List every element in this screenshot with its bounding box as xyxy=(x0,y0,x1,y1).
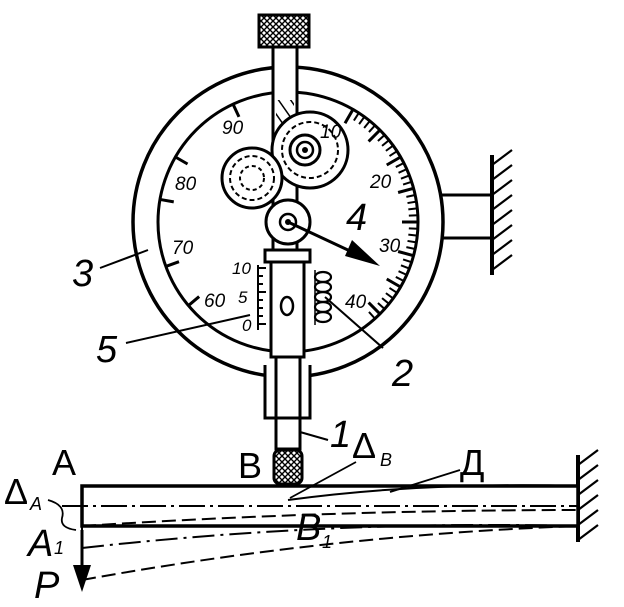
dial-tick xyxy=(385,155,402,167)
pointer-needle xyxy=(287,220,380,266)
dial-tick xyxy=(377,134,386,142)
dial-tick xyxy=(400,264,410,270)
dial-tick xyxy=(231,103,241,118)
dial-tick xyxy=(165,260,180,268)
label-3: 3 xyxy=(72,253,93,295)
labels: 3 4 5 2 1 A B Д Δ B Δ A A 1 B 1 P xyxy=(4,197,484,607)
dial-number-20: 20 xyxy=(369,172,392,193)
dial-tick xyxy=(388,150,398,157)
revolution-counter xyxy=(257,265,266,330)
dial-tick xyxy=(398,168,408,174)
dial-tick-marks xyxy=(159,103,418,320)
dial-tick xyxy=(174,155,189,166)
label-A1-sub: 1 xyxy=(54,538,64,558)
dial-tick xyxy=(159,197,175,204)
dial-tick xyxy=(381,139,390,147)
dial-tick xyxy=(400,174,410,180)
label-delta-B-sub: B xyxy=(380,450,392,470)
dial-number-80: 80 xyxy=(175,174,197,195)
dial-number-40: 40 xyxy=(345,292,367,313)
dial-tick xyxy=(395,162,405,168)
label-A1: A xyxy=(26,523,53,565)
dial-tick xyxy=(402,258,412,264)
label-1: 1 xyxy=(330,414,351,456)
label-delta-A-sub: A xyxy=(29,494,42,514)
top-knob xyxy=(257,13,311,49)
label-delta-A: Δ xyxy=(4,471,28,512)
dial-tick xyxy=(388,287,398,294)
leader-lines xyxy=(99,249,384,441)
dial-tick xyxy=(367,301,381,315)
dial-tick xyxy=(385,292,394,300)
cantilever-beam xyxy=(47,449,599,592)
dial-tick xyxy=(397,186,414,194)
label-D: Д xyxy=(460,442,484,483)
dial-tick xyxy=(398,270,408,276)
small-scale-5: 5 xyxy=(238,288,248,307)
dial-tick xyxy=(367,129,381,143)
dial-tick xyxy=(343,108,355,125)
dial-tick xyxy=(407,239,417,244)
dial-number-30: 30 xyxy=(379,236,401,257)
dial-tick xyxy=(402,180,412,186)
dial-number-10: 10 xyxy=(320,122,342,143)
label-delta-B: Δ xyxy=(352,425,376,466)
dial-tick xyxy=(397,250,414,258)
label-B: B xyxy=(238,445,262,486)
dial-tick xyxy=(385,277,402,289)
label-B1-sub: 1 xyxy=(322,532,332,552)
dial-tick xyxy=(407,200,417,205)
dial-tick xyxy=(408,207,418,211)
dial-tick xyxy=(408,233,418,237)
dial-number-70: 70 xyxy=(172,238,194,259)
dial-tick xyxy=(385,144,394,152)
label-P: P xyxy=(34,565,60,607)
spring xyxy=(313,270,333,325)
dial-tick xyxy=(406,246,416,251)
dial-tick xyxy=(368,124,376,133)
dial-tick xyxy=(381,297,390,305)
small-scale-10: 10 xyxy=(232,259,251,278)
dial-tick xyxy=(377,302,386,310)
dial-tick xyxy=(187,295,201,307)
small-scale-0: 0 xyxy=(242,316,252,335)
label-B1: B xyxy=(296,507,321,549)
dial-numbers: 90 10 80 20 70 30 60 40 10 5 0 xyxy=(172,118,401,335)
dial-tick xyxy=(363,120,371,129)
label-4: 4 xyxy=(346,197,367,239)
label-2: 2 xyxy=(391,353,413,395)
dial-tick xyxy=(406,193,416,198)
label-A: A xyxy=(52,442,76,483)
dial-tick xyxy=(395,276,405,282)
dial-tick xyxy=(353,112,360,122)
dial-number-60: 60 xyxy=(204,291,226,312)
dial-tick xyxy=(358,116,366,125)
label-5: 5 xyxy=(96,329,118,371)
dial-tick xyxy=(368,311,376,320)
dial-number-90: 90 xyxy=(222,118,244,139)
